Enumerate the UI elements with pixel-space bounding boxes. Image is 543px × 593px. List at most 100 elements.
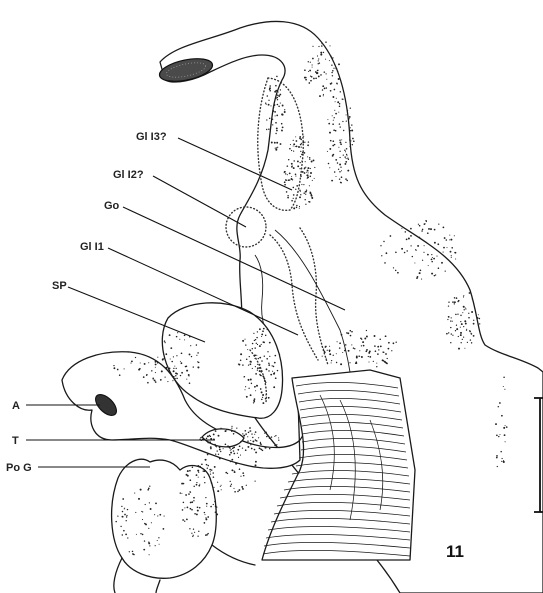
stipple-dot	[149, 502, 150, 503]
stipple-dot	[501, 415, 503, 417]
stipple-dot	[255, 390, 256, 391]
stipple-dot	[151, 522, 152, 523]
stipple-dot	[463, 306, 465, 308]
stipple-dot	[275, 115, 276, 116]
stipple-dot	[254, 347, 255, 348]
stipple-dot	[452, 301, 454, 303]
stipple-dot	[233, 450, 235, 452]
stipple-dot	[478, 323, 479, 324]
label-gl-i1: Gl I1	[80, 241, 104, 253]
stipple-dot	[210, 471, 211, 472]
stipple-dot	[152, 377, 154, 379]
stipple-dot	[206, 464, 208, 466]
stipple-dot	[346, 114, 347, 115]
stipple-dot	[254, 354, 256, 356]
stipple-dot	[326, 358, 327, 359]
stipple-dot	[446, 247, 447, 248]
stipple-dot	[180, 492, 181, 493]
stipple-dot	[175, 378, 176, 379]
stipple-dot	[455, 330, 456, 331]
stipple-dot	[297, 160, 299, 162]
stipple-dot	[124, 368, 125, 369]
stipple-dot	[344, 163, 346, 165]
stipple-dot	[352, 144, 353, 145]
stipple-dot	[184, 339, 185, 340]
stipple-dot	[380, 245, 381, 246]
stipple-dot	[431, 261, 433, 263]
stipple-dot	[373, 361, 374, 362]
stipple-dot	[318, 58, 319, 59]
stipple-dot	[318, 63, 319, 64]
stipple-dot	[179, 339, 180, 340]
stipple-dot	[304, 172, 306, 174]
stipple-dot	[457, 301, 458, 302]
stipple-dot	[464, 309, 465, 310]
stipple-dot	[186, 519, 188, 521]
stipple-dot	[317, 70, 318, 71]
stipple-dot	[199, 484, 200, 485]
stipple-dot	[187, 475, 189, 477]
stipple-dot	[154, 514, 155, 515]
stipple-dot	[460, 315, 461, 316]
stipple-dot	[452, 335, 453, 336]
stipple-dot	[379, 338, 381, 340]
stipple-dot	[304, 69, 306, 71]
stipple-dot	[198, 531, 199, 532]
stipple-dot	[334, 171, 336, 173]
stipple-dot	[300, 194, 301, 195]
stipple-dot	[265, 447, 267, 449]
stipple-dot	[383, 351, 385, 353]
label-gl-i2: Gl I2?	[113, 169, 144, 181]
stipple-dot	[276, 128, 277, 129]
stipple-dot	[204, 512, 205, 513]
stipple-dot	[240, 359, 242, 361]
stipple-dot	[155, 367, 156, 368]
stipple-dot	[242, 364, 243, 365]
stipple-dot	[496, 455, 498, 457]
stipple-dot	[268, 104, 270, 106]
stipple-dot	[122, 534, 123, 535]
stipple-dot	[265, 382, 266, 383]
stipple-dot	[348, 159, 349, 160]
stipple-dot	[275, 147, 276, 148]
stipple-dot	[276, 115, 278, 117]
stipple-dot	[350, 140, 351, 141]
stipple-dot	[189, 491, 191, 493]
stipple-dot	[276, 444, 277, 445]
stipple-dot	[277, 104, 279, 106]
label-t: T	[12, 435, 19, 447]
stipple-dot	[325, 59, 326, 60]
stipple-dot	[183, 483, 185, 485]
stipple-dot	[385, 353, 387, 355]
stipple-dot	[255, 366, 256, 367]
stipple-dot	[170, 347, 172, 349]
stipple-dot	[305, 204, 306, 205]
stipple-dot	[333, 355, 334, 356]
stipple-dot	[340, 363, 342, 365]
stipple-dot	[246, 358, 248, 360]
stipple-dot	[451, 333, 452, 334]
stipple-dot	[174, 366, 175, 367]
stipple-dot	[243, 475, 245, 477]
stipple-dot	[157, 362, 159, 364]
stipple-dot	[384, 262, 386, 264]
stipple-dot	[249, 356, 250, 357]
stipple-dot	[127, 509, 128, 510]
stipple-dot	[254, 449, 256, 451]
stipple-dot	[254, 398, 256, 400]
stipple-dot	[204, 514, 205, 515]
stipple-dot	[113, 367, 115, 369]
figure-number: 11	[446, 542, 464, 561]
stipple-dot	[248, 432, 250, 434]
stipple-dot	[505, 425, 506, 426]
stipple-dot	[495, 423, 497, 425]
stipple-dot	[435, 274, 436, 275]
stipple-dot	[209, 435, 211, 437]
stipple-dot	[447, 319, 448, 320]
stipple-dot	[194, 513, 196, 515]
stipple-dot	[193, 529, 194, 530]
stipple-dot	[408, 238, 410, 240]
stipple-dot	[329, 132, 331, 134]
stipple-dot	[300, 156, 301, 157]
stipple-dot	[431, 254, 432, 255]
